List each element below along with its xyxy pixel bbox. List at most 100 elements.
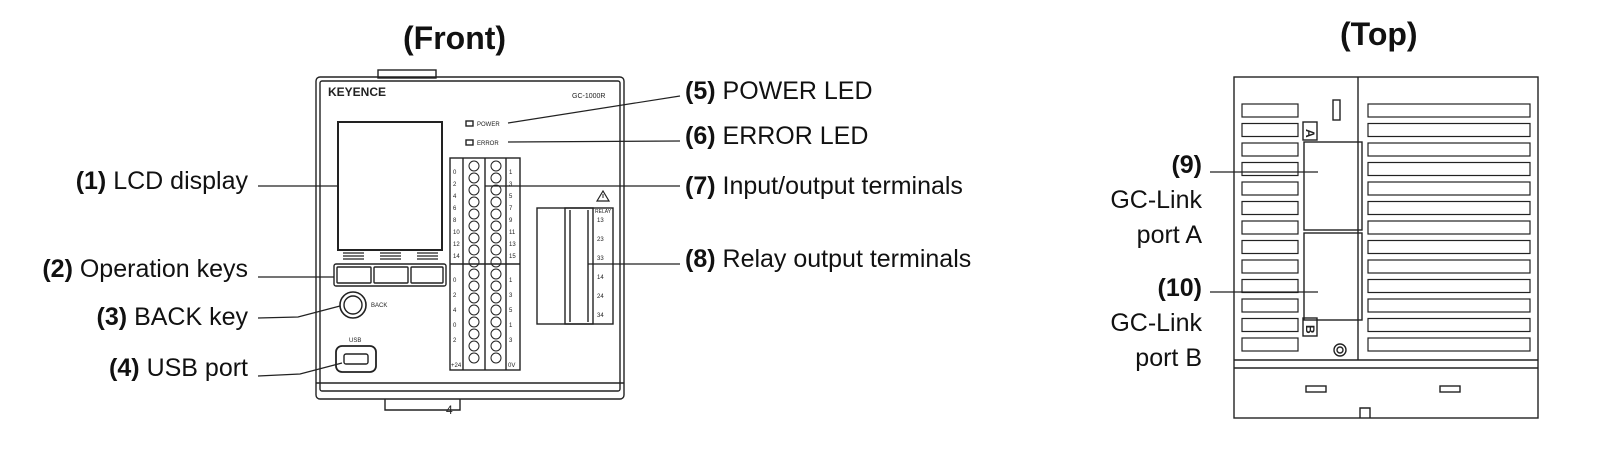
port-b-letter: B	[1303, 325, 1317, 334]
error-led-text: ERROR	[477, 141, 499, 147]
terminal-number-right-lower: 5	[509, 308, 513, 314]
terminal-screw	[490, 328, 502, 340]
vent-slot-right	[1367, 142, 1531, 157]
callout-back-key: (3) BACK key	[96, 303, 248, 331]
terminal-screw	[468, 244, 480, 256]
callout-relay-terminals: (8) Relay output terminals	[685, 245, 972, 273]
vent-slot-right	[1367, 317, 1531, 333]
callout-10-line2: port B	[1135, 344, 1202, 372]
terminal-number-left-lower: 0	[453, 278, 457, 284]
terminal-screw	[468, 304, 480, 316]
terminal-number-left: 0	[453, 170, 457, 176]
terminal-screw	[468, 268, 480, 280]
vent-slot-left	[1241, 337, 1299, 352]
callout-error-led: (6) ERROR LED	[685, 122, 869, 150]
device-body	[315, 76, 625, 400]
terminal-number-left-lower: 2	[453, 338, 457, 344]
terminal-number-right: 9	[509, 218, 513, 224]
terminal-number-left: 4	[453, 194, 457, 200]
vent-slot-left	[1241, 278, 1299, 294]
callout-10-line1: GC-Link	[1110, 309, 1202, 337]
terminal-screw	[490, 232, 502, 244]
relay-terminal-number: 14	[597, 275, 604, 281]
error-led	[465, 139, 474, 146]
power-led	[465, 120, 474, 127]
port-a-letter: A	[1303, 129, 1317, 138]
usb-text: USB	[349, 338, 361, 344]
vent-slot-right	[1367, 259, 1531, 274]
callout-9-line1: GC-Link	[1110, 186, 1202, 214]
vent-slot-left	[1241, 220, 1299, 235]
gc-link-port-a	[1303, 141, 1363, 231]
supply-zero-text: 0V	[508, 363, 515, 369]
usb-port	[335, 345, 377, 373]
terminal-screw	[490, 256, 502, 268]
terminal-number-right: 1	[509, 170, 513, 176]
relay-terminal-number: 23	[597, 237, 604, 243]
vent-slot-left	[1241, 239, 1299, 255]
vent-slot-left	[1241, 317, 1299, 333]
terminal-number-left: 6	[453, 206, 457, 212]
vent-slot-right	[1367, 103, 1531, 118]
model-name: GC-1000R	[572, 93, 605, 100]
vent-slot-left	[1241, 298, 1299, 313]
terminal-screw	[490, 160, 502, 172]
terminal-number-left: 2	[453, 182, 457, 188]
terminal-screw	[468, 196, 480, 208]
operation-keys-frame	[333, 263, 447, 287]
terminal-number-left-lower: 4	[453, 308, 457, 314]
leader-back-key	[257, 305, 341, 319]
terminal-number-right: 7	[509, 206, 513, 212]
vent-slot-right	[1367, 200, 1531, 216]
relay-terminal-number: 34	[597, 313, 604, 319]
top-view-heading: (Top)	[1340, 16, 1418, 52]
terminal-screw	[468, 184, 480, 196]
terminal-screw	[468, 232, 480, 244]
vent-slot-left	[1241, 259, 1299, 274]
terminal-screw	[490, 280, 502, 292]
callout-9-line2: port A	[1136, 221, 1202, 249]
front-view-heading: (Front)	[403, 20, 507, 56]
terminal-number-left: 8	[453, 218, 457, 224]
terminal-number-right: 13	[509, 242, 516, 248]
terminal-screw	[490, 304, 502, 316]
terminal-number-right: 11	[509, 230, 516, 236]
relay-terminal-number: 24	[597, 294, 604, 300]
terminal-screw	[468, 280, 480, 292]
vent-slot-right	[1367, 122, 1531, 138]
terminal-number-right-lower: 1	[509, 323, 513, 329]
leader-usb-port	[257, 362, 343, 377]
callout-usb-port: (4) USB port	[109, 354, 248, 382]
terminal-screw	[490, 340, 502, 352]
terminal-screw	[490, 172, 502, 184]
terminal-number-right-lower: 1	[509, 278, 513, 284]
terminal-screw	[490, 352, 502, 364]
vent-slot-right	[1367, 161, 1531, 177]
vent-slot-left	[1241, 103, 1299, 118]
callout-lcd-display: (1) LCD display	[75, 167, 248, 195]
terminal-number-right-lower: 3	[509, 338, 513, 344]
terminal-screw	[468, 220, 480, 232]
terminal-number-right: 5	[509, 194, 513, 200]
callout-operation-keys: (2) Operation keys	[42, 255, 248, 283]
terminal-screw	[468, 292, 480, 304]
terminal-number-right-lower: 3	[509, 293, 513, 299]
power-led-text: POWER	[477, 122, 500, 128]
terminal-screw	[468, 316, 480, 328]
terminal-screw	[490, 184, 502, 196]
terminal-number-left-lower: 2	[453, 293, 457, 299]
terminal-screw	[490, 292, 502, 304]
terminal-screw	[468, 256, 480, 268]
terminal-screw	[490, 316, 502, 328]
leader-power-led	[507, 95, 681, 124]
terminal-number-right: 15	[509, 254, 516, 260]
terminal-number-left: 14	[453, 254, 460, 260]
relay-text: RELAY	[595, 209, 612, 215]
terminal-screw	[490, 196, 502, 208]
vent-slot-right	[1367, 239, 1531, 255]
callout-10-num: (10)	[1157, 274, 1202, 302]
relay-terminal-number: 13	[597, 218, 604, 224]
vent-slot-left	[1241, 200, 1299, 216]
vent-slot-left	[1241, 181, 1299, 196]
